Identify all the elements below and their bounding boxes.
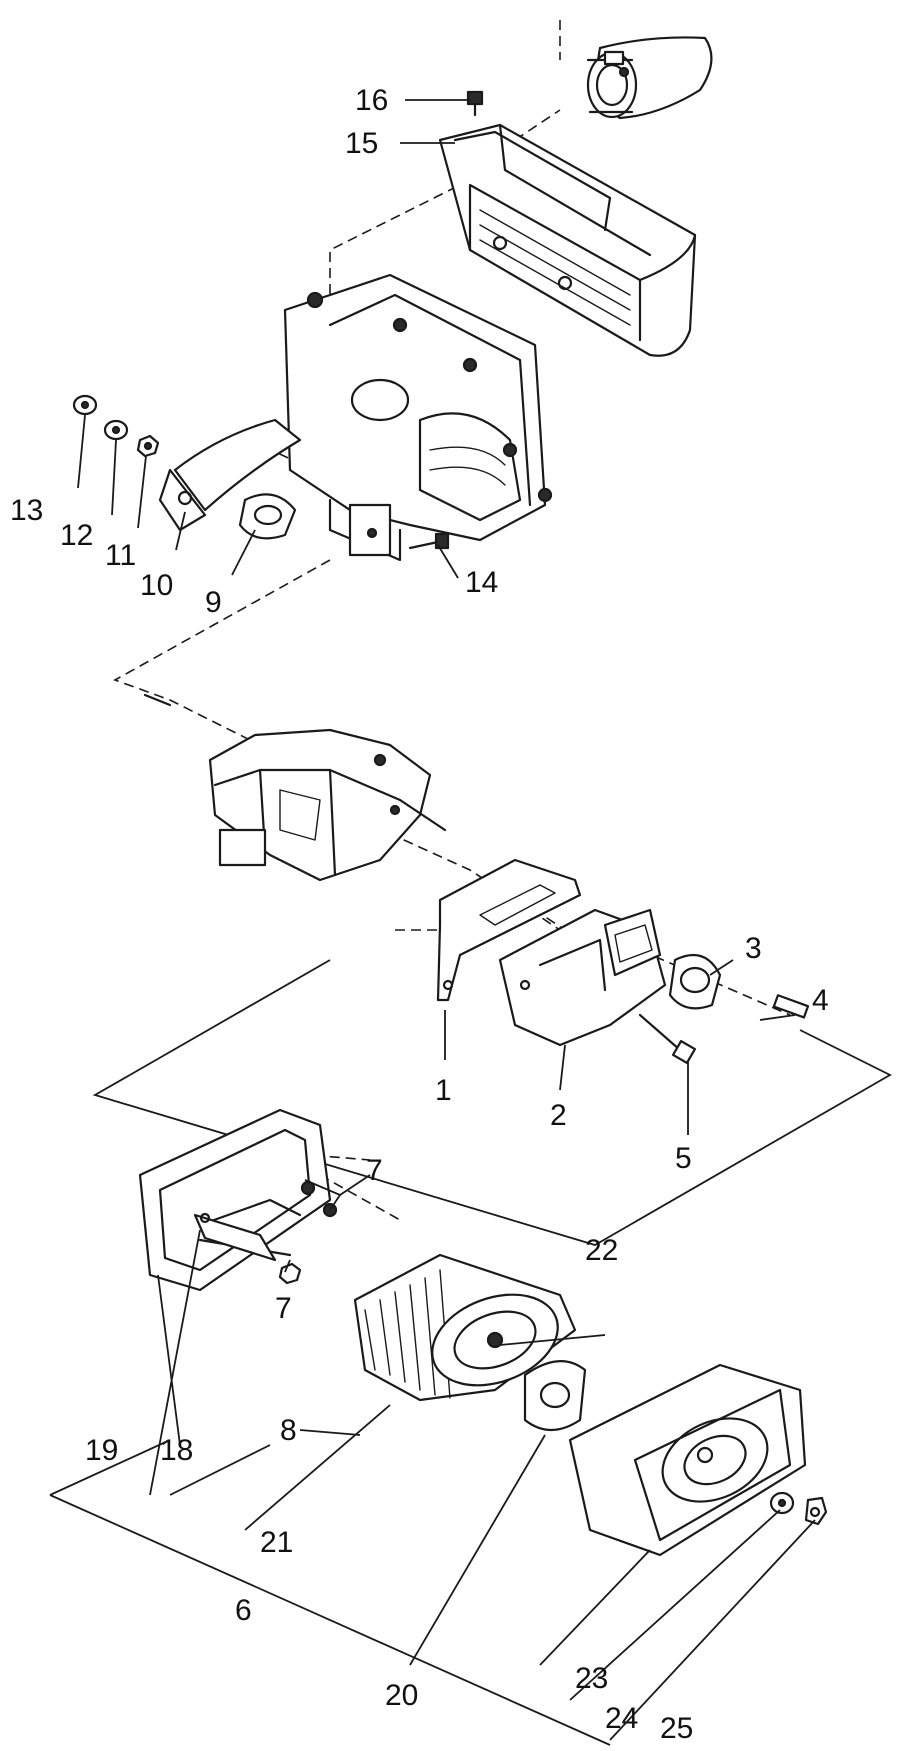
callout-7-upper: 7 xyxy=(366,1154,383,1187)
air-cleaner-base xyxy=(138,1108,338,1292)
callout-10: 10 xyxy=(140,569,173,602)
callout-25: 25 xyxy=(660,1712,693,1745)
nut-7-lower xyxy=(278,1262,302,1285)
intake-elbow xyxy=(498,908,667,1047)
callout-4: 4 xyxy=(812,984,829,1017)
nut-11 xyxy=(136,434,160,458)
callout-20: 20 xyxy=(385,1679,418,1712)
callout-6: 6 xyxy=(235,1594,252,1627)
callout-labels: 16 15 13 12 11 10 9 14 1 2 3 4 5 7 7 22 … xyxy=(10,84,829,1745)
callout-1: 1 xyxy=(435,1074,452,1107)
callout-13: 13 xyxy=(10,494,43,527)
assembly-lines xyxy=(113,20,791,1221)
carburetor xyxy=(143,693,447,882)
muffler xyxy=(283,273,553,562)
filter-element xyxy=(353,1253,577,1402)
stud-4 xyxy=(772,994,810,1019)
callout-11: 11 xyxy=(105,539,136,572)
washer-24 xyxy=(769,1491,795,1515)
callout-15: 15 xyxy=(345,127,378,160)
intake-gasket xyxy=(668,953,722,1010)
wing-nut-25 xyxy=(804,1496,828,1526)
muffler-protector xyxy=(438,123,697,357)
callout-16: 16 xyxy=(355,84,388,117)
cover-gasket xyxy=(523,1360,587,1432)
callout-3: 3 xyxy=(745,932,762,965)
bracket-18 xyxy=(193,1212,277,1262)
callout-7-lower: 7 xyxy=(275,1292,292,1325)
callout-18: 18 xyxy=(160,1434,193,1467)
washer-13 xyxy=(72,394,98,416)
bolt-5 xyxy=(638,1013,697,1065)
carburetor-gasket xyxy=(436,858,582,1002)
callout-19: 19 xyxy=(85,1434,118,1467)
bolt-14 xyxy=(408,532,450,550)
nut-16 xyxy=(466,90,484,117)
callout-21: 21 xyxy=(260,1526,293,1559)
muffler-gasket xyxy=(238,493,297,540)
washer-12 xyxy=(103,419,129,441)
leader-lines xyxy=(77,99,816,1741)
air-cleaner-cover xyxy=(568,1363,807,1557)
callout-8: 8 xyxy=(280,1414,297,1447)
callout-2: 2 xyxy=(550,1099,567,1132)
callout-9: 9 xyxy=(205,586,222,619)
callout-24: 24 xyxy=(605,1702,638,1735)
callout-22: 22 xyxy=(585,1234,618,1267)
callout-23: 23 xyxy=(575,1662,608,1695)
exhaust-elbow xyxy=(586,36,713,120)
alignment-planes xyxy=(49,959,892,1746)
callout-14: 14 xyxy=(465,566,498,599)
callout-5: 5 xyxy=(675,1142,692,1175)
callout-12: 12 xyxy=(60,519,93,552)
